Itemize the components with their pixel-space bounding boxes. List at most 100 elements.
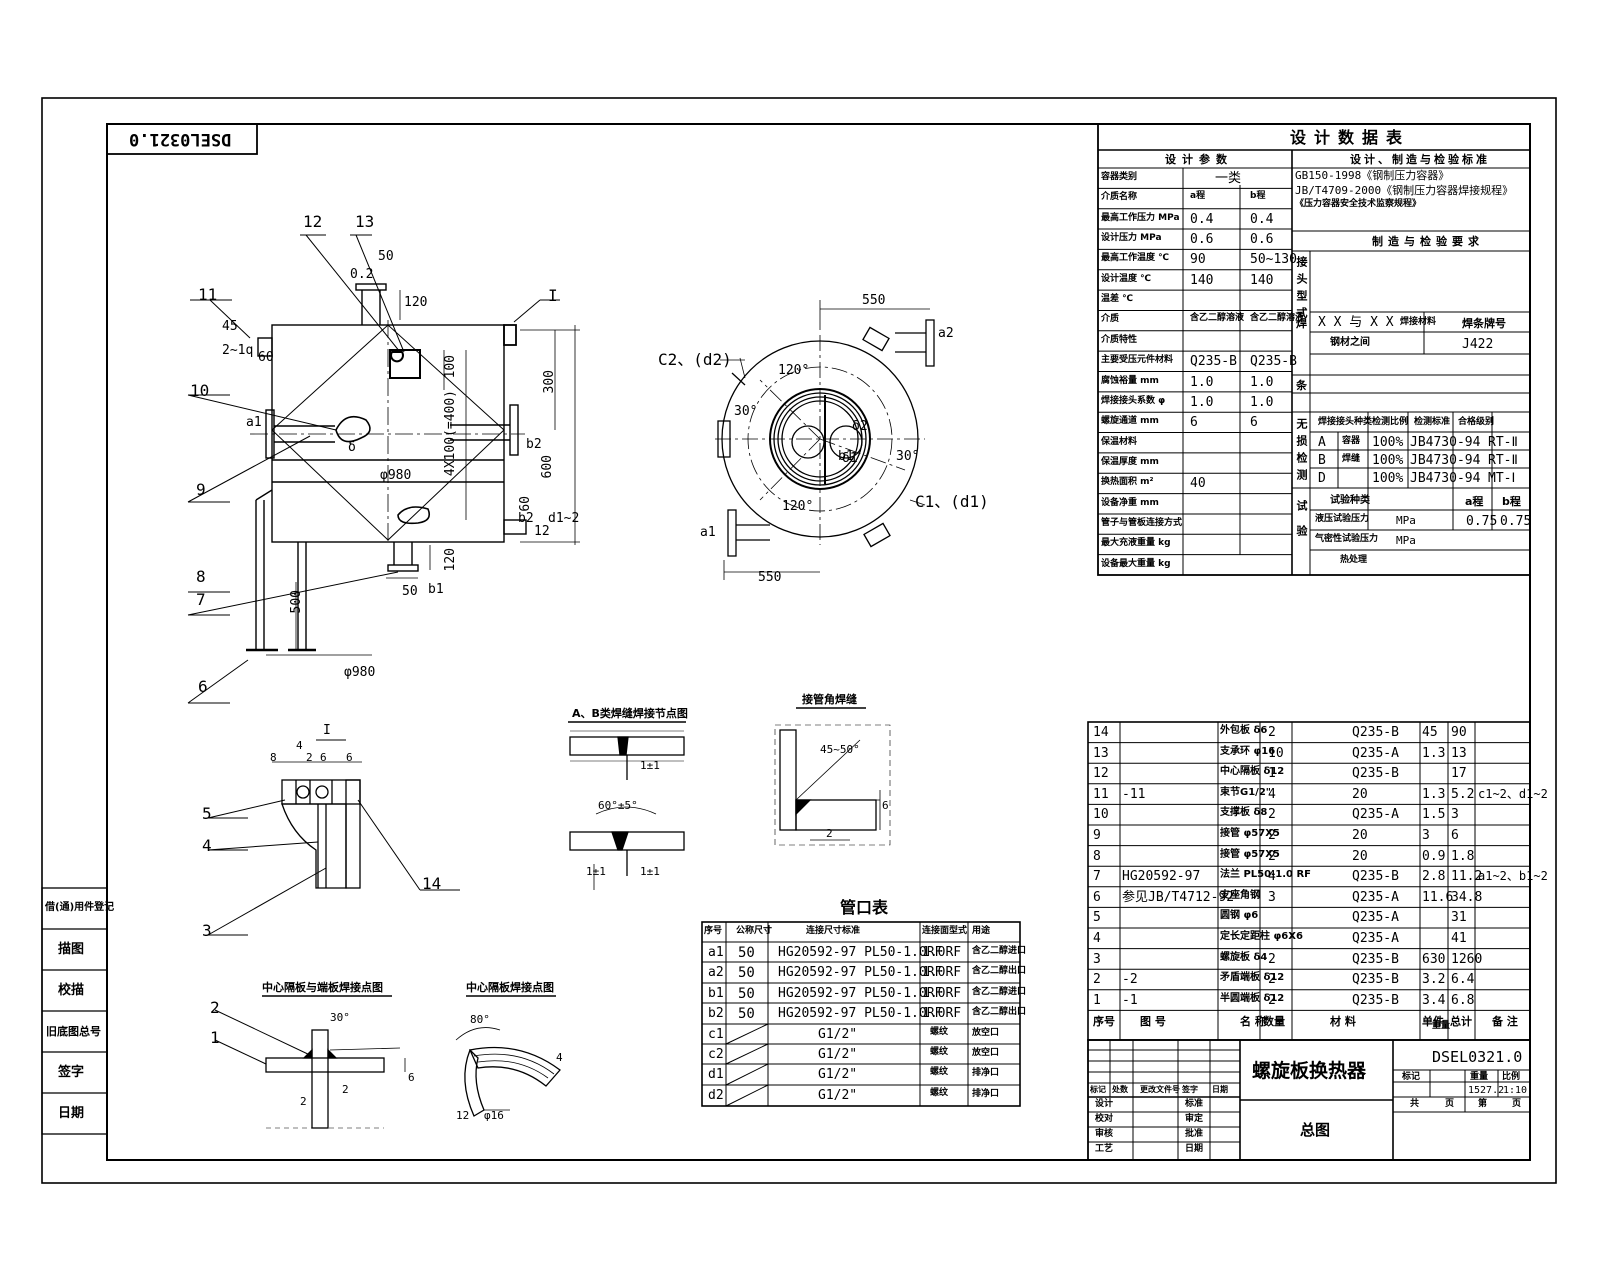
parts-row-num: 5 <box>1093 910 1101 926</box>
nozzle-row-face: 1.0RF <box>922 945 962 960</box>
ndt-type: A <box>1318 435 1326 450</box>
standard-2: JB/T4709-2000《钢制压力容器焊接规程》 <box>1295 184 1514 197</box>
standard-1: GB150-1998《钢制压力容器》 <box>1295 169 1450 182</box>
weld-center-callout: 1 <box>210 1028 220 1047</box>
parts-row-total: 1260 <box>1451 951 1483 967</box>
parts-header-6: 总计 <box>1450 1015 1472 1029</box>
parts-row-num: 11 <box>1093 786 1109 802</box>
nozzle-table <box>701 921 1021 1107</box>
nozzle-row-id: d1 <box>708 1067 724 1083</box>
weld-center-title: 中心隔板与端板焊接点图 <box>262 981 383 994</box>
parts-row-mat: Q235-A <box>1352 931 1399 946</box>
nozzle-row-std: HG20592-97 PL50-1.0RF <box>778 1006 943 1022</box>
tb-weight: 1527.2 <box>1468 1085 1505 1096</box>
parts-row-name: 外包板 δ6 <box>1220 725 1268 736</box>
parts-row-num: 1 <box>1093 992 1101 1008</box>
parts-list-table <box>1087 721 1531 1041</box>
manufacturing-header: 制造与检验要求 <box>1372 235 1484 248</box>
parts-row-name: 接管 φ57X5 <box>1220 828 1280 839</box>
detail-i-dim: 6 <box>346 751 353 764</box>
main-callout: 7 <box>196 590 206 609</box>
weld-pipe-detail <box>774 707 891 846</box>
nozzle-row-size: 50 <box>738 945 755 961</box>
parts-row-num: 14 <box>1093 725 1109 740</box>
tb-page1: 页 <box>1445 1099 1455 1109</box>
weld-center2-dim: 80° <box>470 1013 490 1026</box>
air-test-label: 气密性试验压力 <box>1315 534 1379 544</box>
ndt-std: JB4730-94 <box>1410 453 1481 468</box>
top-dim: 550 <box>862 293 886 308</box>
standard-3: 《压力容器安全技术监察规程》 <box>1295 199 1422 209</box>
parts-row-dwg: -11 <box>1122 786 1146 802</box>
signoff-col-0: 标准 <box>1185 1099 1204 1109</box>
parts-row-mat: Q235-A <box>1352 910 1399 926</box>
design-row-value-b: Q235-B <box>1250 354 1297 370</box>
ndt-grade: RT-Ⅱ <box>1488 435 1518 450</box>
nozzle-row-face: 螺纹 <box>930 1047 949 1057</box>
parts-row-name: 支承环 φ16 <box>1220 745 1276 757</box>
weld-pipe-title: 接管角焊缝 <box>802 693 857 706</box>
design-row-label: 介质特性 <box>1101 334 1138 345</box>
ndt-grade: MT-Ⅰ <box>1488 471 1516 486</box>
parts-row-qty: 2 <box>1268 725 1276 740</box>
joint-type-label: 接头型式 <box>1295 256 1308 324</box>
weld-pipe-dim: 2 <box>826 827 833 840</box>
design-row-value-b: 50~130 <box>1250 252 1297 268</box>
main-callout: 13 <box>355 212 375 231</box>
detail-i-callout: 4 <box>202 836 212 855</box>
parts-row-qty: 2 <box>1268 992 1276 1008</box>
parts-row-name: 支撑板 δ8 <box>1220 807 1268 819</box>
design-row-value-a: 90 <box>1190 252 1206 268</box>
title-block <box>1087 1039 1531 1161</box>
detail-i-callout: 14 <box>422 874 442 893</box>
design-row-value-b: 1.0 <box>1250 394 1274 410</box>
parts-header-2: 名 称 <box>1240 1015 1266 1029</box>
design-row-value-a: 6 <box>1190 415 1198 431</box>
main-dim: b1 <box>428 582 444 597</box>
parts-row-mat: Q235-A <box>1352 889 1399 905</box>
design-table-title: 设计数据表 <box>1290 128 1411 147</box>
nozzle-row-face: 1.0RF <box>922 985 962 1001</box>
parts-row-mat: Q235-B <box>1352 725 1399 740</box>
main-dim: b2 <box>518 511 534 526</box>
ndt-header-ratio: 检测比例 <box>1372 417 1409 427</box>
parts-row-mat: Q235-A <box>1352 807 1399 823</box>
design-row-value-a: 0.6 <box>1190 232 1214 248</box>
main-dim: 50 <box>378 249 394 264</box>
parts-row-total: 3 <box>1451 807 1459 823</box>
parts-row-unit: 3 <box>1422 828 1430 843</box>
tb-header-scale: 比例 <box>1502 1072 1521 1082</box>
nozzle-row-id: c2 <box>708 1047 724 1062</box>
parts-row-unit: 3.4 <box>1422 992 1446 1008</box>
rev-header-1: 处数 <box>1112 1085 1128 1094</box>
detail-i-dim: 6 <box>320 751 327 764</box>
parts-row-num: 2 <box>1093 972 1101 988</box>
design-row-label: 换热面积 m² <box>1101 477 1154 488</box>
parts-row-mat: Q235-B <box>1352 766 1399 782</box>
parts-row-unit: 45 <box>1422 725 1438 740</box>
parts-row-qty: 2 <box>1268 972 1276 988</box>
main-callout: 10 <box>190 381 210 400</box>
main-dim: φ980 <box>380 468 412 483</box>
parts-row-name: 半圆端板 δ12 <box>1220 992 1285 1004</box>
hydro-test-unit: MPa <box>1396 514 1416 527</box>
weld-ab-dim: 60°±5° <box>598 799 638 812</box>
nozzle-header-1: 公称尺寸 <box>736 926 773 936</box>
nozzle-row-size: 50 <box>738 965 755 982</box>
design-row-label: 设计压力 MPa <box>1101 233 1162 244</box>
hydro-test-b: 0.75 <box>1500 514 1532 529</box>
ndt-type: D <box>1318 471 1326 486</box>
parts-row-qty: 3 <box>1268 889 1276 905</box>
design-row-label: 保温厚度 mm <box>1101 456 1159 467</box>
detail-i-callout: 3 <box>202 921 212 940</box>
parts-header-3: 数量 <box>1263 1015 1285 1029</box>
main-dim: b2 <box>526 437 542 452</box>
parts-row-total: 1.8 <box>1451 848 1475 864</box>
parts-row-mat: 20 <box>1352 786 1368 802</box>
mirrored-number-box <box>106 123 258 155</box>
design-row-label: 设计温度 ℃ <box>1101 273 1152 284</box>
parts-header-4: 材 料 <box>1330 1015 1356 1029</box>
signoff-col-3: 日期 <box>1185 1144 1204 1154</box>
main-view <box>187 234 580 704</box>
weld-center2-dim: 4 <box>556 1051 563 1064</box>
